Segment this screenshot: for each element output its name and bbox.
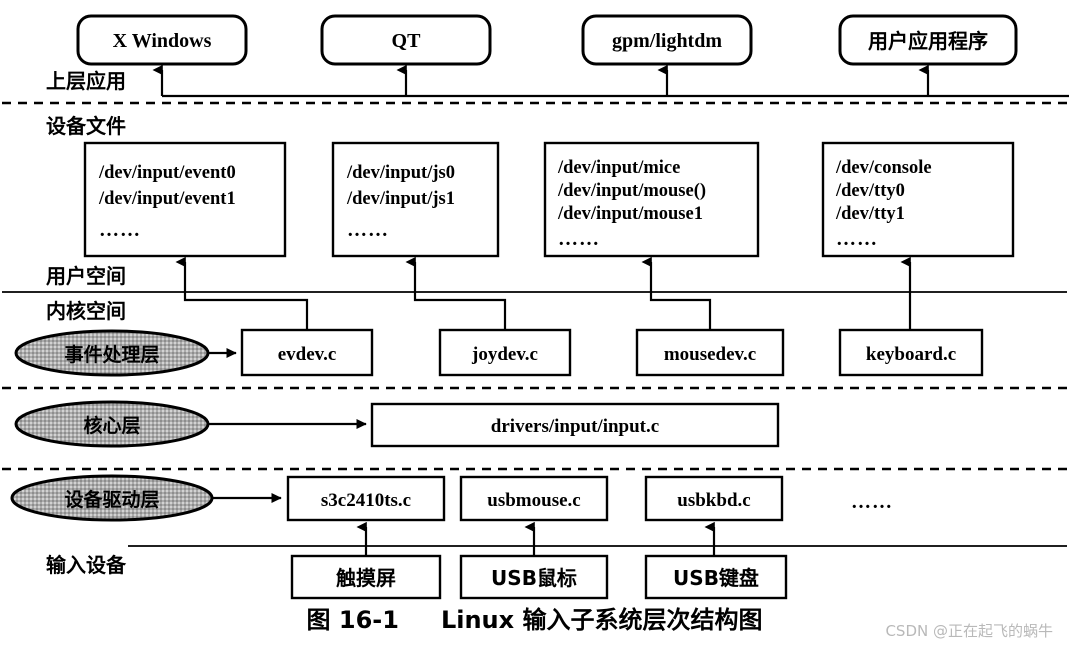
application-label: X Windows: [113, 30, 212, 52]
device-file-line: /dev/input/js1: [346, 189, 455, 209]
caption-title: Linux 输入子系统层次结构图: [440, 606, 763, 634]
device-file-line: /dev/input/mouse(): [557, 181, 706, 201]
driver-label: usbkbd.c: [677, 490, 750, 511]
application-box-qt[interactable]: QT: [320, 14, 492, 66]
arrow-evdev-to-event-nodes: [175, 256, 309, 330]
core-box-input-core[interactable]: drivers/input/input.c: [370, 402, 780, 448]
device-file-box-mouse-nodes[interactable]: /dev/input/mice /dev/input/mouse() /dev/…: [543, 141, 760, 258]
driver-label: s3c2410ts.c: [321, 490, 411, 511]
device-file-line: /dev/input/mouse1: [557, 204, 703, 224]
layer-tag-label: 设备驱动层: [64, 488, 159, 511]
device-file-box-event-nodes[interactable]: /dev/input/event0 /dev/input/event1 ……: [83, 141, 287, 258]
device-file-box-js-nodes[interactable]: /dev/input/js0 /dev/input/js1 ……: [331, 141, 500, 258]
device-file-line: /dev/input/event0: [98, 163, 236, 183]
event-handler-label: joydev.c: [471, 344, 538, 365]
csdn-watermark: CSDN @正在起飞的蜗牛: [885, 622, 1053, 640]
core-label: drivers/input/input.c: [491, 416, 659, 437]
layer-tag-label: 核心层: [83, 414, 140, 437]
driver-box-s3c2410ts[interactable]: s3c2410ts.c: [286, 475, 446, 522]
input-device-box-touchscreen[interactable]: 触摸屏: [290, 554, 442, 600]
input-device-label: USB键盘: [673, 566, 759, 590]
application-box-gpm-lightdm[interactable]: gpm/lightdm: [581, 14, 753, 66]
arrow-mousedev-to-mouse-nodes: [641, 256, 712, 330]
ellipsis: ……: [347, 219, 389, 241]
caption-prefix: 图 16-1: [306, 606, 399, 634]
device-file-line: /dev/console: [835, 158, 932, 178]
device-file-line: /dev/input/mice: [557, 158, 680, 178]
input-device-label: USB鼠标: [491, 566, 577, 590]
device-file-line: /dev/tty0: [835, 181, 905, 201]
application-box-x-windows[interactable]: X Windows: [76, 14, 248, 66]
event-handler-box-mousedev[interactable]: mousedev.c: [635, 328, 785, 377]
application-box-user-application[interactable]: 用户应用程序: [838, 14, 1018, 66]
event-handler-label: keyboard.c: [866, 344, 956, 365]
event-handler-box-evdev[interactable]: evdev.c: [240, 328, 374, 377]
layer-tag-label: 事件处理层: [64, 343, 159, 366]
layer-tag-device-driver-layer[interactable]: 设备驱动层: [10, 474, 214, 522]
event-handler-box-keyboard[interactable]: keyboard.c: [838, 328, 984, 377]
application-label: gpm/lightdm: [612, 30, 722, 52]
side-label-device-file: 设备文件: [46, 114, 126, 138]
input-device-label: 触摸屏: [336, 566, 396, 590]
arrow-joydev-to-js-nodes: [405, 256, 507, 330]
layer-tag-event-handler-layer[interactable]: 事件处理层: [14, 329, 210, 377]
application-label: 用户应用程序: [868, 29, 988, 53]
side-label-input-device: 输入设备: [46, 553, 127, 577]
side-label-kernel-space: 内核空间: [46, 299, 126, 323]
side-label-user-space: 用户空间: [46, 264, 126, 288]
input-device-box-usb-keyboard[interactable]: USB键盘: [644, 554, 788, 600]
ellipsis: ……: [836, 228, 878, 250]
device-file-line: /dev/tty1: [835, 204, 905, 224]
driver-box-usbmouse[interactable]: usbmouse.c: [459, 475, 609, 522]
layer-tag-core-layer[interactable]: 核心层: [14, 400, 210, 448]
ellipsis: ……: [99, 219, 141, 241]
device-file-line: /dev/input/event1: [98, 189, 236, 209]
driver-label: usbmouse.c: [487, 490, 580, 511]
application-label: QT: [392, 30, 422, 52]
event-handler-label: mousedev.c: [664, 344, 756, 365]
input-device-box-usb-mouse[interactable]: USB鼠标: [459, 554, 609, 600]
figure-caption: 图 16-1 Linux 输入子系统层次结构图: [0, 600, 1069, 635]
device-file-box-console-tty-nodes[interactable]: /dev/console /dev/tty0 /dev/tty1 ……: [821, 141, 1015, 258]
side-label-upper-application: 上层应用: [46, 69, 126, 93]
driver-box-usbkbd[interactable]: usbkbd.c: [644, 475, 784, 522]
event-handler-box-joydev[interactable]: joydev.c: [438, 328, 572, 377]
driver-ellipsis: ……: [851, 491, 893, 513]
device-file-line: /dev/input/js0: [346, 163, 455, 183]
event-handler-label: evdev.c: [278, 344, 337, 365]
ellipsis: ……: [558, 228, 600, 250]
